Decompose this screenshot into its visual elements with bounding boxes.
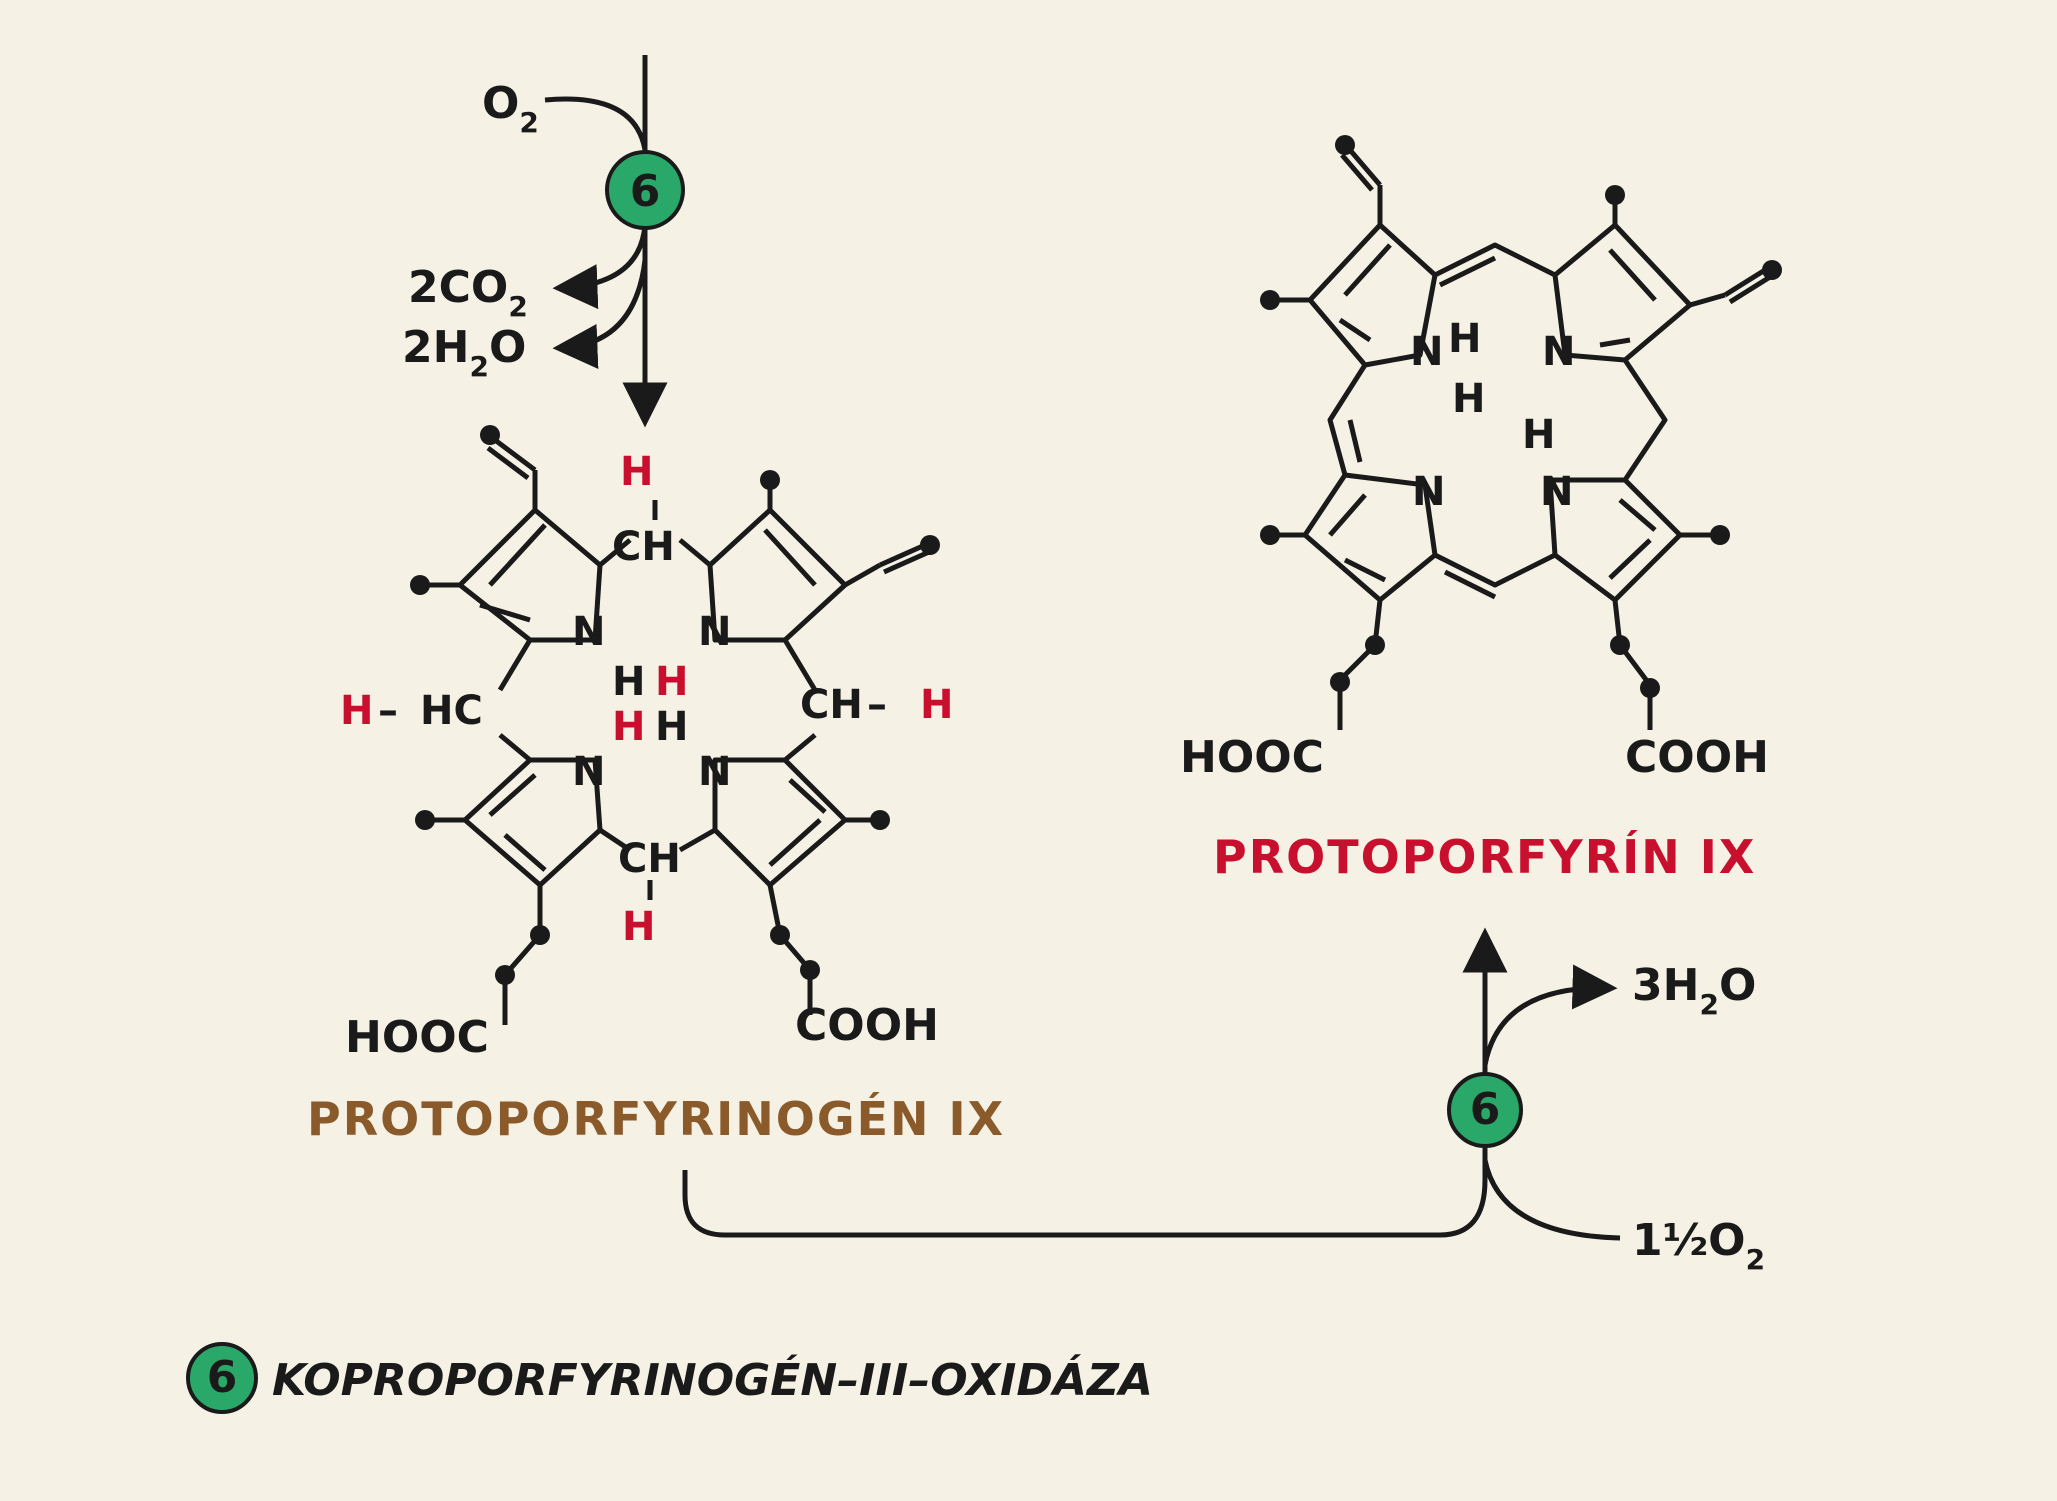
meso-hc-left: HC [420, 688, 483, 734]
meso-ch-top: CH [612, 524, 675, 570]
product-left-acid: HOOC [1180, 732, 1324, 783]
product-h-top-left-below: H [1452, 376, 1485, 422]
ring-n-top-left: N [572, 609, 605, 655]
step1-enzyme-number: 6 [630, 166, 661, 217]
step1-h2o-curve [552, 259, 648, 369]
meso-h-top: H [620, 449, 653, 495]
legend-enzyme-name: KOPROPORFYRINOGÉN–III–OXIDÁZA [272, 1353, 1153, 1406]
ring-h-top-left: H [612, 659, 645, 705]
enzyme-legend: 6 KOPROPORFYRINOGÉN–III–OXIDÁZA [186, 1342, 1153, 1414]
protoporphyrinogen-structure [420, 438, 931, 1025]
meso-ch-bottom: CH [618, 836, 681, 882]
step2-h2o-curve [1482, 964, 1618, 1066]
ring-n-bottom-right: N [698, 749, 731, 795]
step2-o2-label: 1½O2 [1632, 1215, 1765, 1276]
substrate-left-acid: HOOC [345, 1012, 489, 1063]
step2-enzyme-badge [1447, 1072, 1523, 1148]
step2-enzyme-number: 6 [1470, 1084, 1501, 1135]
meso-h-left: H [340, 688, 373, 734]
protoporphyrin-structure [1270, 148, 1772, 730]
step1-o2-curve [544, 96, 648, 151]
step2-connector [682, 927, 1508, 1238]
protoporphyrinogen-substituent-dots [410, 425, 940, 985]
product-n-bottom-right: N [1540, 469, 1573, 515]
step2-o2-curve [1482, 1159, 1621, 1241]
product-right-acid: COOH [1625, 732, 1769, 783]
ring-n-bottom-left: N [572, 749, 605, 795]
product-n-top-right: N [1542, 329, 1575, 375]
protoporphyrin-substituent-dots [1260, 135, 1782, 698]
ring-n-top-right: N [698, 609, 731, 655]
protoporphyrinogen-atom-labels: CH H CH H H – HC CH – H N N N N H H H H … [340, 449, 953, 1063]
step1-co2-label: 2CO2 [408, 262, 528, 323]
legend-enzyme-badge [186, 1342, 258, 1414]
step1-reaction: O2 2CO2 2H2O 6 [402, 55, 685, 428]
meso-h-bottom: H [622, 904, 655, 950]
step1-co2-curve [552, 224, 648, 310]
ring-h-bottom-center: H [612, 704, 645, 750]
product-h-top-left: H [1448, 316, 1481, 362]
product-h-bottom-right-above: H [1522, 412, 1555, 458]
step2-reaction: 6 3H2O 1½O2 [682, 927, 1765, 1276]
product-name: PROTOPORFYRÍN IX [1213, 830, 1756, 884]
product-n-top-left: N [1410, 329, 1443, 375]
step1-enzyme-badge [605, 150, 685, 230]
step1-o2-label: O2 [482, 78, 539, 139]
meso-dash-left: – [378, 688, 398, 734]
meso-dash-right: – [867, 682, 887, 728]
step1-h2o-label: 2H2O [402, 322, 526, 383]
ring-h-bottom-right: H [655, 704, 688, 750]
substrate-name: PROTOPORFYRINOGÉN IX [307, 1092, 1005, 1146]
meso-ch-right: CH [800, 682, 863, 728]
legend-enzyme-number: 6 [207, 1352, 238, 1403]
ring-h-top-center: H [655, 659, 688, 705]
meso-h-right: H [920, 682, 953, 728]
product-n-bottom-left: N [1412, 469, 1445, 515]
step2-h2o-label: 3H2O [1632, 960, 1756, 1021]
substrate-right-acid: COOH [795, 1000, 939, 1051]
protoporphyrin-atom-labels: N H H N H N N HOOC COOH [1180, 316, 1769, 783]
